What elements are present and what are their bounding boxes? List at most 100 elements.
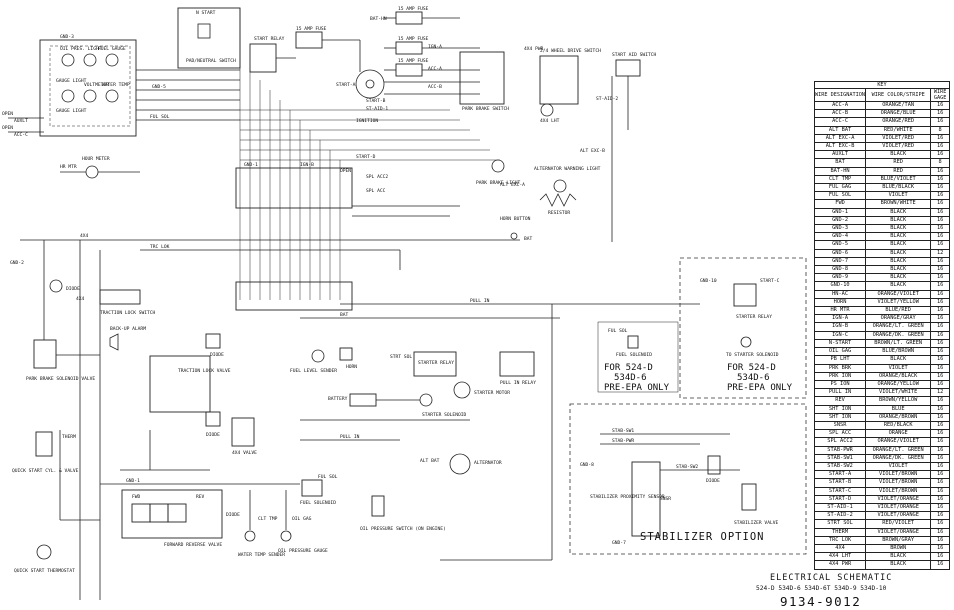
key-gage: 16 <box>930 396 950 406</box>
key-color: VIOLET/ORANGE <box>865 502 932 513</box>
key-color: BLACK <box>865 355 932 365</box>
schematic-title: ELECTRICAL SCHEMATIC <box>770 573 892 583</box>
key-color: ORANGE/VIOLET <box>865 437 932 447</box>
key-color: BLACK <box>865 215 932 226</box>
key-color: VIOLET/ORANGE <box>865 527 932 537</box>
snsr-label: SNSR <box>660 496 671 502</box>
key-color: VIOLET/ORANGE <box>865 511 932 521</box>
key-color: ORANGE <box>865 429 932 439</box>
key-designation: GND-10 <box>813 281 867 291</box>
water-temp-label: WATER TEMP <box>102 82 130 88</box>
key-color: BLUE/RED <box>865 306 932 316</box>
fuse-label-1: 15 AMP FUSE <box>296 26 327 32</box>
key-designation: SPL ACC2 <box>813 437 867 447</box>
key-color: ORANGE/BLACK <box>865 371 932 381</box>
pre-epa-right-1: FOR 524-D <box>727 363 776 373</box>
pull-in-label-2: PULL IN <box>340 434 360 440</box>
open-label-3: OPEN <box>340 168 351 174</box>
fuel-solenoid-pre-label: FUEL SOLENOID <box>616 352 652 358</box>
connector-label-ign-b: IGN-B <box>300 162 314 168</box>
4x4-light-label: 4X4 LHT <box>540 118 560 124</box>
key-designation: STAB-SW1 <box>813 453 867 463</box>
key-designation: ALT EXC-B <box>813 142 867 152</box>
key-designation: GND-3 <box>813 224 867 234</box>
key-gage: 16 <box>930 552 950 562</box>
gnd7-label: GND-7 <box>612 540 626 546</box>
pre-epa-left-3: PRE-EPA ONLY <box>604 383 670 393</box>
starter-solenoid-label: STARTER SOLENOID <box>422 412 466 418</box>
key-designation: SHT ION <box>813 404 867 414</box>
key-designation: HN-AC <box>813 289 867 299</box>
acc-c-label: ACC-C <box>14 132 28 138</box>
key-designation: STAB-SW2 <box>813 461 867 472</box>
main-harness: GND-1 IGN-B START-D SPL ACC2 SPL ACC OPE… <box>20 8 700 319</box>
key-gage: 16 <box>930 215 950 226</box>
start-relay-label: START RELAY <box>254 36 285 42</box>
diode-label-4: DIODE <box>226 512 240 518</box>
key-color: RED/VIOLET <box>865 519 932 529</box>
key-header-designation: WIRE DESIGNATION <box>813 88 867 102</box>
key-color: ORANGE/BLUE <box>865 109 932 119</box>
key-gage: 16 <box>930 232 950 242</box>
key-color: BLUE <box>865 404 932 414</box>
rev-label: REV <box>196 494 205 500</box>
key-gage: 16 <box>930 166 950 176</box>
key-gage: 16 <box>930 347 950 357</box>
spl-acc-label: SPL ACC <box>366 188 386 194</box>
st-aid-1-label: ST-AID-1 <box>366 106 388 112</box>
x4-valve-label: 4X4 VALVE <box>232 450 257 456</box>
gnd1-label: GND-1 <box>126 478 140 484</box>
gnd8-label: GND-8 <box>580 462 594 468</box>
key-gage: 16 <box>930 306 950 316</box>
alt-bat-label: ALT BAT <box>420 458 440 464</box>
key-gage: 8 <box>930 125 950 135</box>
pull-in-relay-label: PULL IN RELAY <box>500 380 536 386</box>
key-gage: 16 <box>930 453 950 463</box>
key-color: BLUE/BLACK <box>865 183 932 193</box>
key-gage: 16 <box>930 445 950 455</box>
diode-label-3: DIODE <box>206 432 220 438</box>
key-designation: GND-2 <box>813 215 867 226</box>
key-designation: GND-4 <box>813 232 867 242</box>
key-designation: 4X4 PWR <box>813 560 867 570</box>
key-gage: 16 <box>930 117 950 127</box>
key-header-color: WIRE COLOR/STRIPE <box>865 88 932 102</box>
key-designation: IGN-C <box>813 330 867 340</box>
wire-label-ful-sol: FUL SOL <box>150 114 170 120</box>
ful-sol-label-3: FUL SOL <box>608 328 628 334</box>
key-color: BROWN/GRAY <box>865 535 932 545</box>
key-color: ORANGE/RED <box>865 117 932 127</box>
auxlt-label: AUXLT <box>14 118 28 124</box>
open-terminals: OPEN AUXLT OPEN ACC-C <box>2 111 44 138</box>
key-designation: PB LHT <box>813 355 867 365</box>
key-designation: THERM <box>813 527 867 537</box>
key-designation: GND-7 <box>813 256 867 267</box>
key-designation: BAT-HN <box>813 166 867 176</box>
key-designation: ALT EXC-A <box>813 133 867 144</box>
key-designation: GND-6 <box>813 248 867 258</box>
key-color: BLACK <box>865 281 932 291</box>
key-gage: 16 <box>930 240 950 250</box>
start-a-label: START-A <box>336 82 356 88</box>
key-designation: ALT BAT <box>813 125 867 135</box>
traction-lock: TRACTION LOCK SWITCH 4X4 DIODE <box>49 279 156 316</box>
